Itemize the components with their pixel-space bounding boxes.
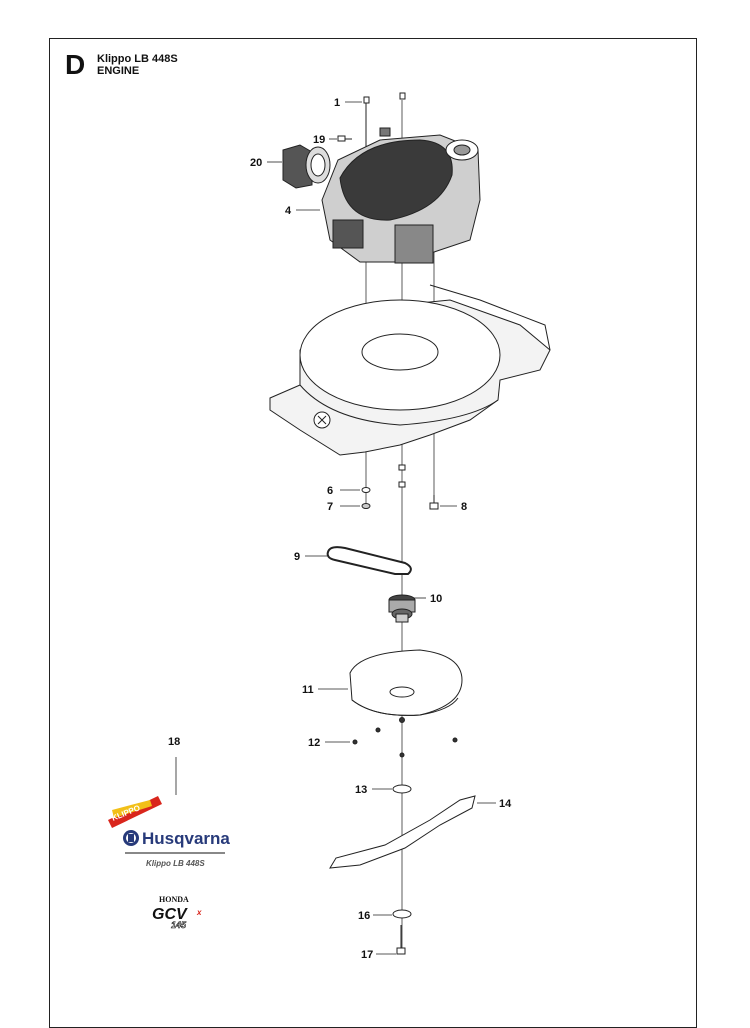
pulley-part-10 (388, 594, 416, 623)
screw-part-8 (429, 495, 439, 510)
klippo-badge: KLIPPO (108, 796, 162, 828)
honda-text: HONDA (159, 895, 189, 904)
callout-13: 13 (355, 784, 367, 796)
nut-washer-parts-6-7 (361, 464, 406, 509)
blade-part-14 (329, 795, 476, 869)
screw-part-19 (337, 135, 352, 142)
section-letter: D (65, 49, 86, 80)
callout-4: 4 (285, 205, 292, 217)
engine-part-4 (321, 127, 481, 264)
callout-14: 14 (499, 798, 512, 810)
callout-1: 1 (334, 97, 340, 109)
honda-gcv-logo: HONDA GCV x 145 (152, 895, 202, 930)
model-name: Klippo LB 448S (97, 53, 178, 65)
callout-16: 16 (358, 910, 370, 922)
callout-11: 11 (302, 684, 314, 696)
screws-part-12 (352, 717, 458, 758)
callout-leaders (267, 101, 496, 955)
callout-20: 20 (250, 157, 262, 169)
page-header: Klippo LB 448S ENGINE (97, 53, 178, 77)
callout-9: 9 (294, 551, 300, 563)
air-filter-part-20 (282, 144, 331, 189)
callout-6: 6 (327, 485, 333, 497)
gcv-text: GCV (152, 906, 188, 923)
callout-numbers: 1 4 6 7 8 9 10 11 12 13 14 16 17 18 19 2… (168, 97, 512, 961)
callout-19: 19 (313, 134, 325, 146)
washer-part-16 (392, 909, 412, 919)
husqvarna-wordmark: Husqvarna (142, 829, 230, 848)
washer-part-13 (392, 784, 412, 794)
callout-8: 8 (461, 501, 467, 513)
svg-text:x: x (196, 908, 202, 917)
engine-size-text: 145 (171, 920, 187, 930)
husqvarna-logo: Husqvarna Klippo LB 448S (123, 829, 230, 868)
callout-7: 7 (327, 501, 333, 513)
group-name: ENGINE (97, 65, 140, 77)
husqvarna-model-caption: Klippo LB 448S (146, 859, 205, 868)
callout-10: 10 (430, 593, 442, 605)
callout-18: 18 (168, 736, 180, 748)
callout-17: 17 (361, 949, 373, 961)
belt-part-9 (326, 546, 412, 575)
mower-deck (269, 284, 551, 456)
bolt-part-17 (396, 925, 406, 955)
disc-part-11 (349, 649, 463, 716)
bolt-part-1 (363, 92, 406, 150)
callout-12: 12 (308, 737, 320, 749)
